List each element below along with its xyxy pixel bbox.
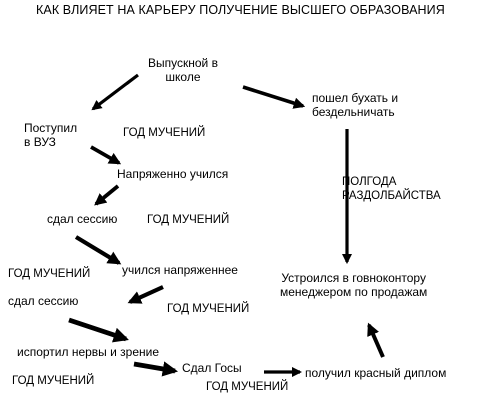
tag-year-of-torment: ГОД МУЧЕНИЙ: [123, 127, 206, 139]
arrow-session-to-nerves: [68, 317, 129, 343]
arrow-graduation-to-drink: [242, 85, 306, 109]
tag-year-of-torment: ГОД МУЧЕНИЙ: [147, 214, 230, 226]
node-graduation: Выпускной в школе: [148, 56, 218, 85]
tag-year-of-torment: ГОД МУЧЕНИЙ: [12, 375, 95, 387]
node-job: Устроился в говноконтору менеджером по п…: [280, 271, 428, 300]
node-session-1: сдал сессию: [47, 212, 118, 226]
tag-half-year-slacking: ПОЛГОДА РАЗДОЛБАЙСТВА: [342, 176, 441, 202]
arrow-session-to-studied-harder: [74, 235, 122, 265]
node-session-2: сдал сессию: [8, 294, 79, 308]
diagram-title: КАК ВЛИЯЕТ НА КАРЬЕРУ ПОЛУЧЕНИЕ ВЫСШЕГО …: [36, 3, 445, 17]
node-studied-hard: Напряженно учился: [117, 167, 229, 181]
arrow-nerves-to-exams: [133, 361, 179, 377]
node-university: Поступил в ВУЗ: [24, 121, 78, 150]
tag-year-of-torment: ГОД МУЧЕНИЙ: [206, 381, 289, 393]
node-nerves: испортил нервы и зрение: [17, 345, 160, 359]
arrow-university-to-studied: [90, 145, 122, 165]
tag-year-of-torment: ГОД МУЧЕНИЙ: [167, 303, 250, 315]
node-studied-harder: учился напряженнее: [122, 263, 238, 277]
arrow-diploma-to-job: [367, 322, 385, 358]
node-drink: пошел бухать и бездельничать: [312, 91, 399, 120]
tag-year-of-torment: ГОД МУЧЕНИЙ: [8, 268, 91, 280]
node-exams: Сдал Госы: [182, 361, 242, 375]
arrow-studied-to-session: [94, 184, 120, 206]
arrow-graduation-to-university: [91, 73, 139, 111]
arrow-studied-harder-to-session: [127, 285, 164, 304]
node-red-diploma: получил красный диплом: [305, 366, 447, 380]
